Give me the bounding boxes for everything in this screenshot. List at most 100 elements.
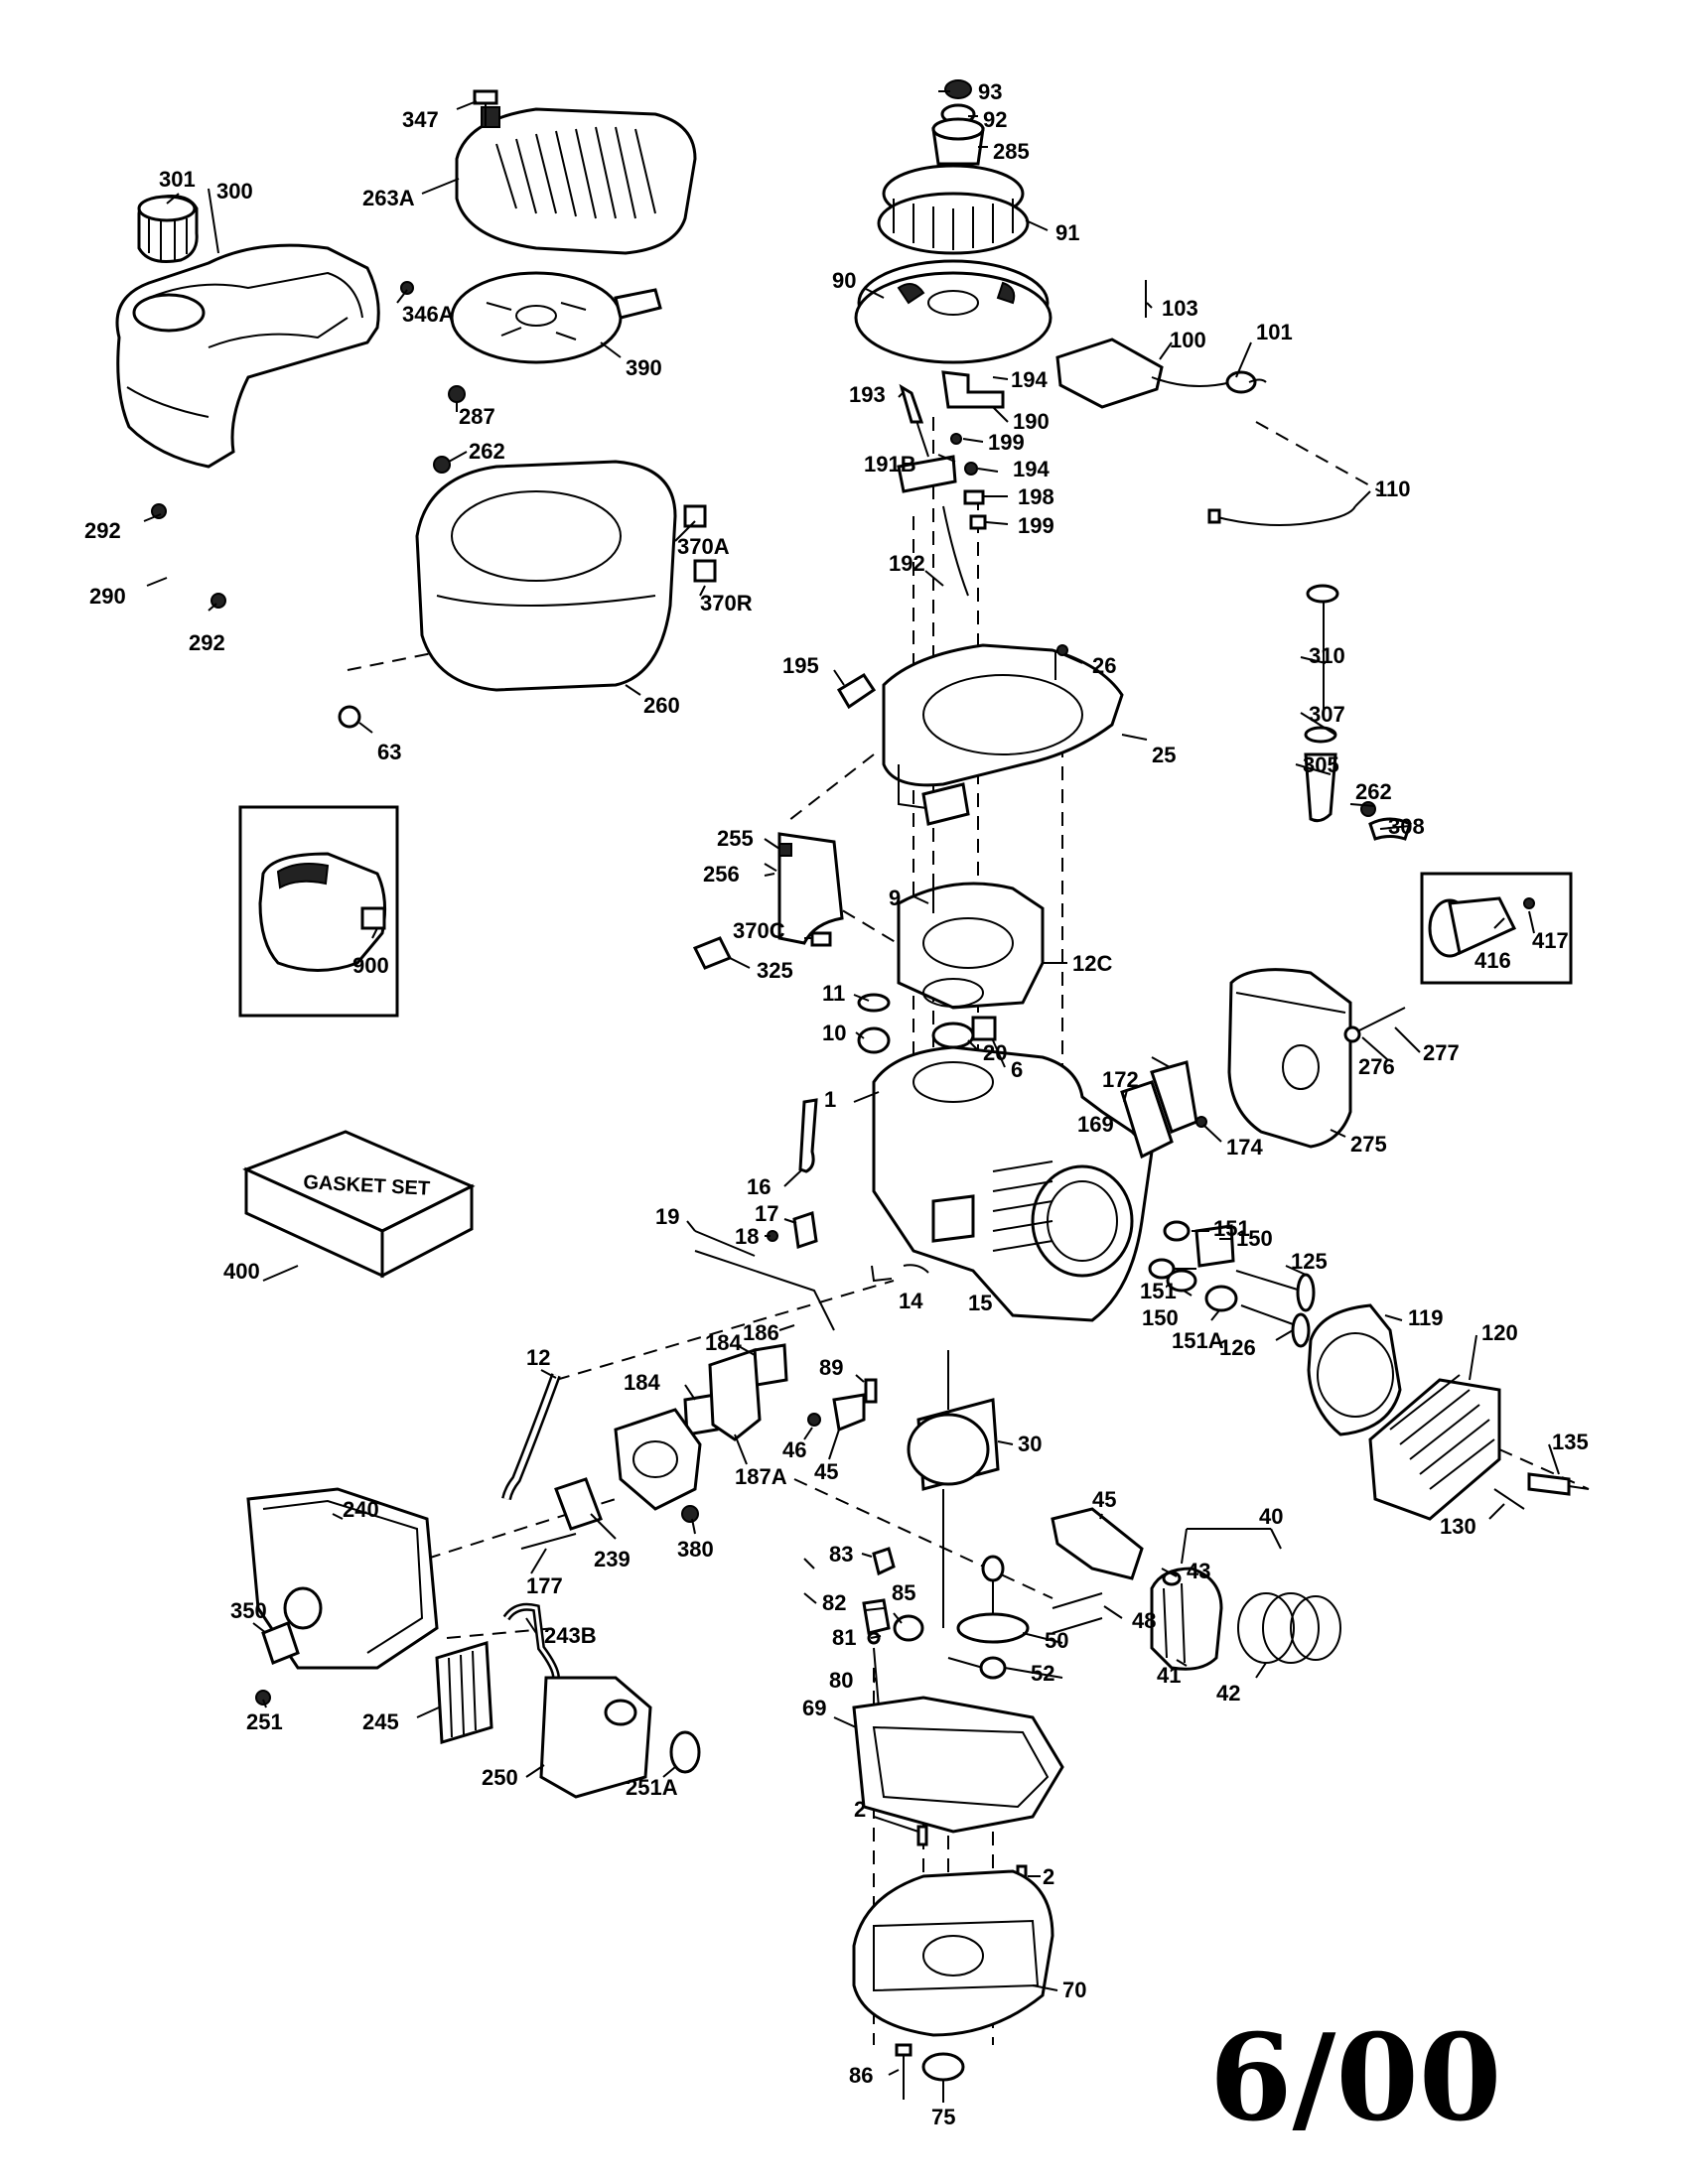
label-287: 287 xyxy=(459,404,495,429)
label-130: 130 xyxy=(1440,1514,1476,1539)
label-25: 25 xyxy=(1152,743,1176,767)
label-45-a: 45 xyxy=(814,1459,838,1484)
cylinder-head-120 xyxy=(1368,1374,1501,1521)
label-52: 52 xyxy=(1031,1661,1054,1686)
seal-20 xyxy=(931,1022,975,1049)
label-416: 416 xyxy=(1474,948,1511,973)
insulator-187A xyxy=(708,1347,762,1441)
label-93: 93 xyxy=(978,79,1002,104)
label-290: 290 xyxy=(89,584,126,609)
seal-10 xyxy=(857,1026,891,1054)
screw-26 xyxy=(1056,644,1068,656)
plug-11 xyxy=(857,993,891,1013)
label-325: 325 xyxy=(757,958,793,983)
label-900: 900 xyxy=(352,953,389,978)
cover-255 xyxy=(777,832,844,945)
label-101: 101 xyxy=(1256,320,1293,344)
label-347: 347 xyxy=(402,107,439,132)
label-16: 16 xyxy=(747,1174,771,1199)
label-80: 80 xyxy=(829,1668,853,1693)
label-110: 110 xyxy=(1375,477,1411,501)
label-26: 26 xyxy=(1092,653,1116,678)
label-151-b: 151 xyxy=(1140,1279,1177,1303)
valve-125 xyxy=(1235,1270,1316,1312)
throttle-195 xyxy=(836,672,877,710)
camshaft-50 xyxy=(956,1555,1030,1644)
recoil-starter-390 xyxy=(450,271,662,364)
label-307: 307 xyxy=(1309,702,1345,727)
valve-parts-150-151 xyxy=(1148,1220,1238,1312)
knob-251A xyxy=(669,1730,701,1774)
label-301: 301 xyxy=(159,167,196,192)
label-193: 193 xyxy=(849,382,886,407)
label-82: 82 xyxy=(822,1590,846,1615)
valve-126 xyxy=(1240,1304,1311,1348)
bracket-16 xyxy=(798,1098,818,1173)
label-126: 126 xyxy=(1219,1335,1256,1360)
label-172: 172 xyxy=(1102,1067,1139,1092)
label-91: 91 xyxy=(1055,220,1079,245)
label-43: 43 xyxy=(1187,1559,1210,1583)
label-2-a: 2 xyxy=(854,1797,866,1822)
label-251: 251 xyxy=(246,1709,283,1734)
clip-14 xyxy=(871,1265,893,1283)
label-150-b: 150 xyxy=(1142,1305,1179,1330)
filter-element-245 xyxy=(435,1641,493,1744)
label-262-right: 262 xyxy=(1355,779,1392,804)
label-19: 19 xyxy=(655,1204,679,1229)
screw-346A xyxy=(400,281,414,295)
seal-75 xyxy=(921,2052,965,2082)
label-135: 135 xyxy=(1552,1430,1589,1454)
clip-17 xyxy=(792,1211,818,1249)
seal-307 xyxy=(1304,726,1337,744)
label-194-mid: 194 xyxy=(1013,457,1050,481)
label-11: 11 xyxy=(822,981,845,1006)
label-174: 174 xyxy=(1226,1135,1263,1160)
label-198: 198 xyxy=(1018,484,1054,509)
label-194-top: 194 xyxy=(1011,367,1048,392)
label-400: 400 xyxy=(223,1259,260,1284)
label-308: 308 xyxy=(1388,814,1425,839)
label-346A: 346A xyxy=(402,302,455,327)
label-370R: 370R xyxy=(700,591,753,615)
sump-gasket-69 xyxy=(852,1696,1064,1834)
label-40: 40 xyxy=(1259,1504,1283,1529)
spark-plug-135 xyxy=(1527,1472,1590,1496)
air-cleaner-base-240 xyxy=(246,1487,439,1670)
label-251A: 251A xyxy=(626,1775,678,1800)
label-17: 17 xyxy=(755,1201,778,1226)
label-20: 20 xyxy=(983,1040,1007,1065)
label-48: 48 xyxy=(1132,1608,1156,1633)
label-2-b: 2 xyxy=(1043,1864,1054,1889)
label-83: 83 xyxy=(829,1542,853,1567)
bolt-130 xyxy=(1493,1488,1525,1510)
label-169: 169 xyxy=(1077,1112,1114,1137)
label-151A: 151A xyxy=(1172,1328,1224,1353)
blower-housing-260 xyxy=(415,460,717,692)
label-370A: 370A xyxy=(677,534,730,559)
fill-tube-305 xyxy=(1304,752,1337,823)
bolt-46 xyxy=(807,1413,821,1427)
wire-110 xyxy=(1207,505,1356,526)
label-285: 285 xyxy=(993,139,1030,164)
label-186: 186 xyxy=(743,1320,779,1345)
label-256: 256 xyxy=(703,862,740,887)
label-245: 245 xyxy=(362,1709,399,1734)
label-63: 63 xyxy=(377,740,401,764)
block-6 xyxy=(971,1016,997,1041)
label-150-a: 150 xyxy=(1236,1226,1273,1251)
label-41: 41 xyxy=(1157,1663,1181,1688)
label-151-a: 151 xyxy=(1213,1216,1250,1241)
stud-177 xyxy=(520,1533,577,1550)
screw-287 xyxy=(448,385,466,403)
leader-lines xyxy=(143,90,1560,2103)
crankcase-1 xyxy=(872,1045,1154,1322)
label-240: 240 xyxy=(343,1497,379,1522)
grommet-63 xyxy=(338,705,361,729)
crankshaft-30 xyxy=(907,1350,1000,1628)
label-191B: 191B xyxy=(864,452,916,477)
label-30: 30 xyxy=(1018,1432,1042,1456)
label-75: 75 xyxy=(931,2105,955,2129)
label-86: 86 xyxy=(849,2063,873,2088)
